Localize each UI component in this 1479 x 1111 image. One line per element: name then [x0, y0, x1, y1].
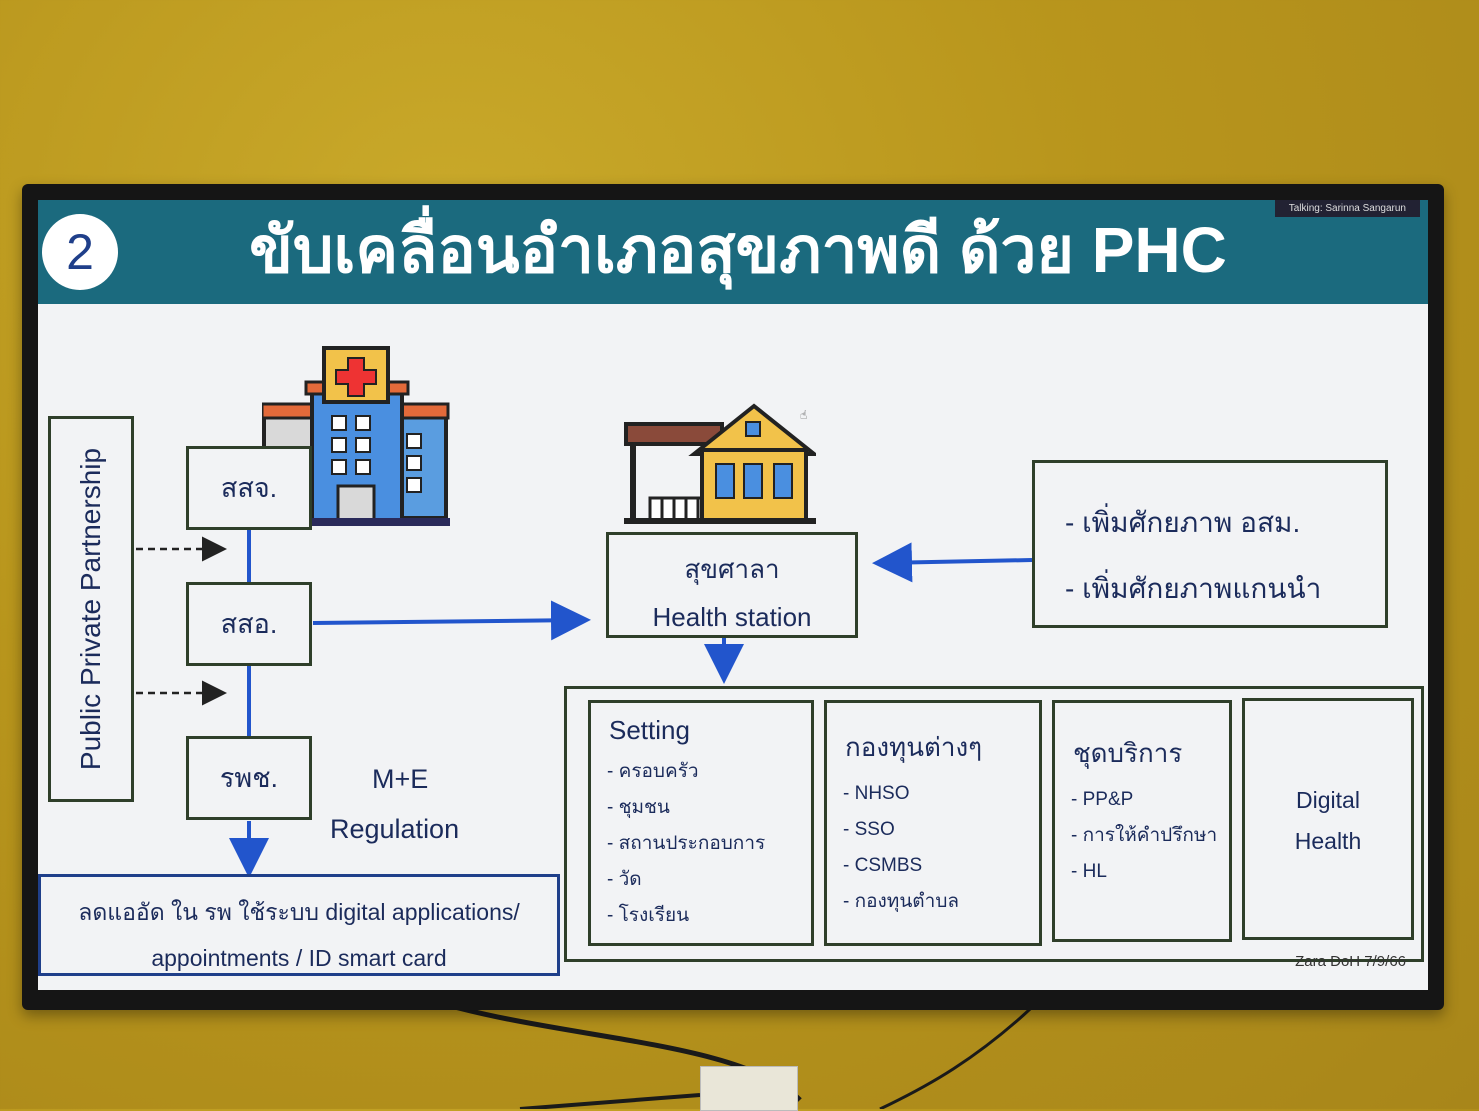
capacity-item-2: - เพิ่มศักยภาพแกนนำ — [1065, 573, 1322, 604]
diagram-connectors — [136, 530, 1033, 878]
rps-box: รพช. — [186, 736, 312, 820]
slide-header: 2 ขับเคลื่อนอำเภอสุขภาพดี ด้วย PHC Talki… — [38, 200, 1428, 304]
congestion-line-1: ลดแออัด ใน รพ ใช้ระบบ digital applicatio… — [78, 899, 520, 925]
congestion-line-2: appointments / ID smart card — [151, 945, 447, 971]
setting-item: - ชุมชน — [607, 797, 670, 818]
setting-item: - สถานประกอบการ — [607, 833, 766, 854]
funds-item: - SSO — [843, 819, 895, 840]
funds-item: - กองทุนตำบล — [843, 891, 960, 912]
setting-item: - วัด — [607, 869, 642, 890]
service-package-title: ชุดบริการ — [1073, 738, 1183, 768]
health-station-thai: สุขศาลา — [684, 554, 780, 584]
setting-item: - ครอบครัว — [607, 761, 699, 782]
digital-health-line-1: Digital — [1296, 787, 1360, 813]
service-package-item: - HL — [1071, 861, 1107, 882]
setting-column: Setting - ครอบครัว - ชุมชน - สถานประกอบก… — [588, 700, 814, 946]
me-label: M+E — [372, 764, 429, 794]
service-package-column: ชุดบริการ - PP&P - การให้คำปรึกษา - HL — [1052, 700, 1232, 942]
congestion-box: ลดแออัด ใน รพ ใช้ระบบ digital applicatio… — [38, 874, 560, 976]
slide-signature: Zara DoH 7/9/66 — [1295, 953, 1406, 970]
setting-item: - โรงเรียน — [607, 905, 690, 926]
ssj-box: สสจ. — [186, 446, 312, 530]
ppp-box: Public Private Partnership — [48, 416, 134, 802]
funds-item: - NHSO — [843, 783, 910, 804]
sso-box: สสอ. — [186, 582, 312, 666]
hospital-icon — [262, 346, 450, 526]
digital-health-line-2: Health — [1294, 828, 1362, 854]
house-icon — [624, 403, 816, 524]
slide-title: ขับเคลื่อนอำเภอสุขภาพดี ด้วย PHC — [249, 214, 1227, 286]
setting-title: Setting — [609, 715, 690, 745]
cursor-hand-icon: ☝ — [800, 408, 808, 422]
digital-health-column: Digital Health — [1242, 698, 1414, 940]
service-package-item: - PP&P — [1071, 789, 1134, 810]
health-station-box: สุขศาลา Health station — [606, 532, 858, 638]
slide-number: 2 — [42, 214, 118, 290]
power-outlet — [700, 1066, 798, 1111]
capacity-item-1: - เพิ่มศักยภาพ อสม. — [1065, 507, 1301, 538]
funds-item: - CSMBS — [843, 855, 923, 876]
talking-indicator: Talking: Sarinna Sangarun — [1274, 200, 1420, 217]
slide: 2 ขับเคลื่อนอำเภอสุขภาพดี ด้วย PHC Talki… — [38, 200, 1428, 990]
regulation-label: Regulation — [330, 814, 460, 844]
ppp-label: Public Private Partnership — [75, 447, 106, 771]
health-station-english: Health station — [652, 602, 812, 632]
capacity-box: - เพิ่มศักยภาพ อสม. - เพิ่มศักยภาพแกนนำ — [1032, 460, 1388, 628]
service-package-item: - การให้คำปรึกษา — [1071, 825, 1218, 846]
funds-column: กองทุนต่างๆ - NHSO - SSO - CSMBS - กองทุ… — [824, 700, 1042, 946]
funds-title: กองทุนต่างๆ — [845, 732, 983, 762]
